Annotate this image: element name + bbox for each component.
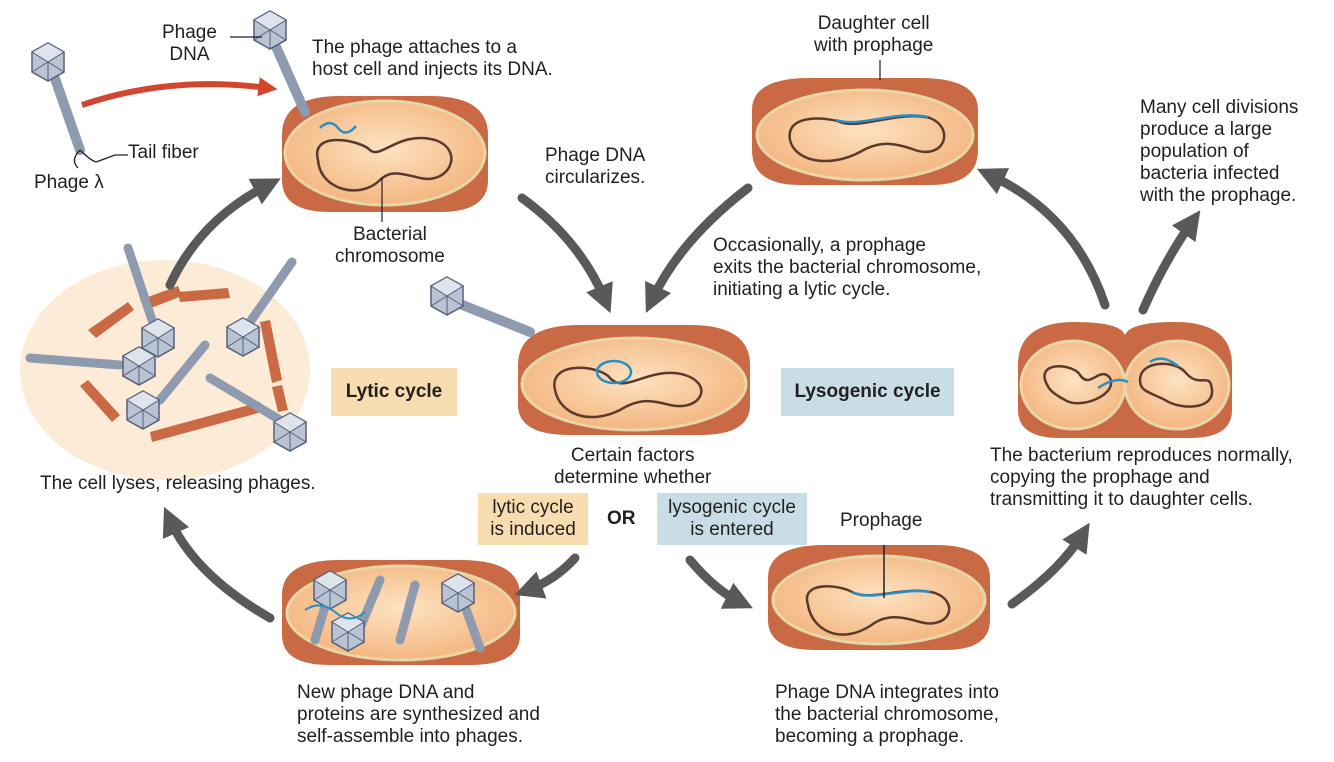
arrow-many-divisions: [1138, 210, 1201, 315]
cell-assembly: [282, 560, 520, 665]
attaching-phage: [253, 10, 310, 117]
phage-dna-label: Phage DNA: [162, 22, 217, 65]
attach-caption: The phage attaches to a host cell and in…: [312, 37, 553, 80]
arrow-prophage-to-dividing: [1007, 522, 1090, 609]
or-label: OR: [607, 508, 636, 529]
certain-factors-caption: Certain factors determine whether: [554, 445, 712, 488]
cell-dividing: [1018, 322, 1232, 438]
lysogenic-cycle-label: Lysogenic cycle: [781, 368, 954, 416]
tail-fiber-label: Tail fiber: [128, 142, 199, 163]
lysogenic-entered-box: lysogenic cycle is entered: [657, 493, 807, 545]
integrates-caption: Phage DNA integrates into the bacterial …: [775, 682, 999, 747]
phage-lambda-illustration: [31, 42, 97, 169]
lytic-cycle-label: Lytic cycle: [331, 368, 457, 416]
daughter-cell-label: Daughter cell with prophage: [814, 13, 934, 56]
many-divisions-caption: Many cell divisions produce a large popu…: [1140, 97, 1299, 206]
cell-attachment: [282, 96, 488, 212]
synthesized-caption: New phage DNA and proteins are synthesiz…: [297, 682, 540, 747]
occasionally-caption: Occasionally, a prophage exits the bacte…: [713, 235, 982, 300]
arrow-to-lytic-induced: [514, 553, 580, 599]
released-phages: [25, 243, 307, 452]
arrow-assembly-to-lysis: [162, 506, 275, 623]
lytic-induced-box: lytic cycle is induced: [478, 493, 588, 545]
inject-arrow: [81, 77, 278, 108]
cell-daughter: [752, 78, 978, 185]
leader-lines: [95, 36, 881, 222]
arrow-exit-lytic: [645, 183, 753, 314]
cell-center: [518, 325, 750, 435]
circularizes-caption: Phage DNA circularizes.: [545, 145, 646, 188]
floating-phage: [430, 276, 535, 337]
lysis-glow: [20, 260, 310, 480]
arrow-circularizes: [517, 193, 613, 314]
reproduces-caption: The bacterium reproduces normally, copyi…: [990, 445, 1293, 510]
prophage-label: Prophage: [840, 510, 923, 531]
lysed-cell: [80, 286, 288, 442]
bacterial-chromosome-label: Bacterial chromosome: [335, 224, 445, 267]
arrow-dividing-to-daughter: [976, 168, 1110, 310]
lyses-caption: The cell lyses, releasing phages.: [40, 473, 316, 494]
arrow-lysis-to-attach: [165, 178, 281, 290]
phage-lambda-label: Phage λ: [34, 172, 104, 193]
arrow-to-lysogenic-entered: [685, 555, 753, 609]
cell-prophage: [768, 545, 990, 650]
